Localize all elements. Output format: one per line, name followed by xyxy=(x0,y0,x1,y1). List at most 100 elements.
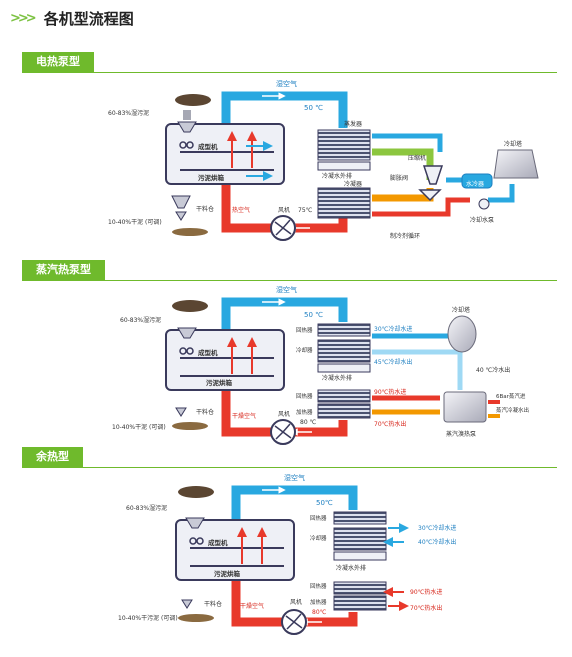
feed-hopper-icon xyxy=(185,517,205,529)
reheater-coil xyxy=(333,581,387,595)
fan-blades xyxy=(274,219,292,236)
label-wet-sludge: 60-83%湿污泥 xyxy=(120,316,161,324)
chevron-marker-icon: >>> xyxy=(10,10,37,26)
dry-sludge-pile-icon xyxy=(178,614,214,622)
roller-icon xyxy=(186,347,194,355)
diagram-waste-heat: 湿空气 50℃ 60-83%湿污泥 成型机 污泥烘箱 干料仓 10-40%干污泥… xyxy=(118,473,456,635)
condensate-tray xyxy=(333,551,387,561)
wet-sludge-pile-icon xyxy=(175,94,211,106)
wet-sludge-pile-icon xyxy=(172,300,208,312)
label-cool-out: 40℃冷却水出 xyxy=(418,538,456,546)
label-hot-in: 90℃热水进 xyxy=(374,388,406,396)
label-dry-sludge: 10-40%干泥 (可调) xyxy=(108,218,162,226)
feed-hopper-icon xyxy=(177,327,197,339)
label-temp-top: 50 ℃ xyxy=(304,104,323,112)
label-cooling-tower: 冷却塔 xyxy=(452,306,470,314)
label-refrigerant: 制冷剂循环 xyxy=(390,232,420,240)
cooling-water-out-line xyxy=(372,349,463,390)
label-water-out-40: 40 ℃冷水出 xyxy=(476,366,510,374)
label-external-water: 冷凝水外排 xyxy=(336,564,366,572)
cooling-tower-icon xyxy=(493,149,539,179)
label-cooling-pump: 冷却水泵 xyxy=(470,216,494,224)
label-cool-out: 45℃冷却水出 xyxy=(374,358,412,366)
label-steam-condensate: 蒸汽冷凝水出 xyxy=(496,406,529,414)
section-tab-steam: 蒸汽热泵型 xyxy=(22,260,105,280)
label-hot-air: 热空气 xyxy=(232,206,250,214)
compressor-icon xyxy=(422,165,444,185)
label-dryer: 成型机 xyxy=(198,348,218,357)
label-reheater: 回热器 xyxy=(310,514,327,522)
label-temp-bottom: 75℃ xyxy=(298,207,313,214)
expansion-valve-icon xyxy=(418,189,442,202)
roller-icon xyxy=(189,537,197,545)
label-temp-bottom: 80℃ xyxy=(312,609,327,616)
label-fan: 风机 xyxy=(278,206,290,214)
discharge-hopper-icon xyxy=(171,195,191,209)
label-external-water: 冷凝水外排 xyxy=(322,374,352,382)
heater-coil xyxy=(317,403,371,419)
cooler-coil xyxy=(317,339,371,363)
label-wet-air: 湿空气 xyxy=(276,285,297,294)
label-steam-heat-pump: 蒸汽溴热泵 xyxy=(446,430,476,438)
label-compressor: 压缩机 xyxy=(408,154,426,162)
funnel-icon xyxy=(175,407,187,417)
label-hot-in: 90℃热水进 xyxy=(410,588,442,596)
label-discharge: 干料仓 xyxy=(196,408,214,416)
reheater-coil xyxy=(317,389,371,403)
label-steam-in: 6Bar蒸汽进 xyxy=(496,392,526,400)
feed-hopper-icon xyxy=(177,121,197,133)
label-reheater: 回热器 xyxy=(296,326,313,334)
label-temp-top: 50 ℃ xyxy=(304,311,323,319)
feed-chute xyxy=(183,110,191,120)
label-temp-bottom: 80 ℃ xyxy=(300,419,317,426)
section-divider xyxy=(22,72,557,73)
label-heater: 加热器 xyxy=(296,408,313,416)
roller-icon xyxy=(179,347,187,355)
label-discharge: 干料仓 xyxy=(204,600,222,608)
heater-coil xyxy=(333,595,387,611)
label-hot-air: 干燥空气 xyxy=(240,602,264,610)
label-wet-sludge: 60-83%湿污泥 xyxy=(108,109,149,117)
page-header: >>> 各机型流程图 xyxy=(10,6,134,30)
reheater-coil xyxy=(317,323,371,337)
label-temp-top: 50℃ xyxy=(316,499,333,507)
label-expansion-valve: 膨胀阀 xyxy=(390,174,408,182)
label-cooler: 冷却器 xyxy=(296,346,313,354)
label-wet-air: 湿空气 xyxy=(276,79,297,88)
diagram-electric-heat-pump: 湿空气 50 ℃ 60-83%湿污泥 成型机 污泥烘箱 干料仓 10-40%干泥… xyxy=(108,79,539,241)
condensate-tray xyxy=(317,161,371,171)
section-divider xyxy=(22,280,557,281)
label-cool-in: 30℃冷却水进 xyxy=(418,524,456,532)
section-tab-electric: 电热泵型 xyxy=(22,52,94,72)
refrigerant-blue-line xyxy=(372,133,443,152)
reheater-coil xyxy=(333,511,387,525)
fan-blades xyxy=(285,613,303,630)
funnel-icon xyxy=(175,211,187,221)
roller-icon xyxy=(186,141,194,149)
label-evaporator: 蒸发器 xyxy=(344,120,362,128)
label-dryer: 成型机 xyxy=(208,538,228,547)
label-wet-air: 湿空气 xyxy=(284,473,305,482)
label-belt: 污泥烘箱 xyxy=(206,378,233,387)
label-cooler: 冷却器 xyxy=(310,534,327,542)
section-divider xyxy=(22,467,557,468)
label-fan: 风机 xyxy=(278,410,290,418)
diagram-steam-heat-pump: 湿空气 50 ℃ 60-83%湿污泥 成型机 污泥烘箱 干料仓 10-40%干泥… xyxy=(112,285,529,445)
label-water-cooler: 水冷器 xyxy=(466,180,484,188)
cooling-water-line xyxy=(488,184,515,203)
label-reheater-2: 回热器 xyxy=(296,392,313,400)
label-reheater-2: 回热器 xyxy=(310,582,327,590)
page-title: 各机型流程图 xyxy=(43,9,134,28)
water-cooler-icon xyxy=(461,173,493,189)
steam-heat-pump-icon xyxy=(443,391,487,423)
wet-air-duct xyxy=(231,485,358,530)
label-hot-out: 70℃热水出 xyxy=(374,420,406,428)
label-discharge: 干料仓 xyxy=(196,205,214,213)
label-heater: 加热器 xyxy=(310,598,327,606)
roller-icon xyxy=(179,141,187,149)
label-condenser: 冷凝器 xyxy=(344,180,362,188)
section-tab-waste-heat: 余热型 xyxy=(22,447,83,467)
label-belt: 污泥烘箱 xyxy=(198,173,225,182)
refrigerant-red-line xyxy=(372,197,470,217)
condensate-tray xyxy=(317,363,371,373)
